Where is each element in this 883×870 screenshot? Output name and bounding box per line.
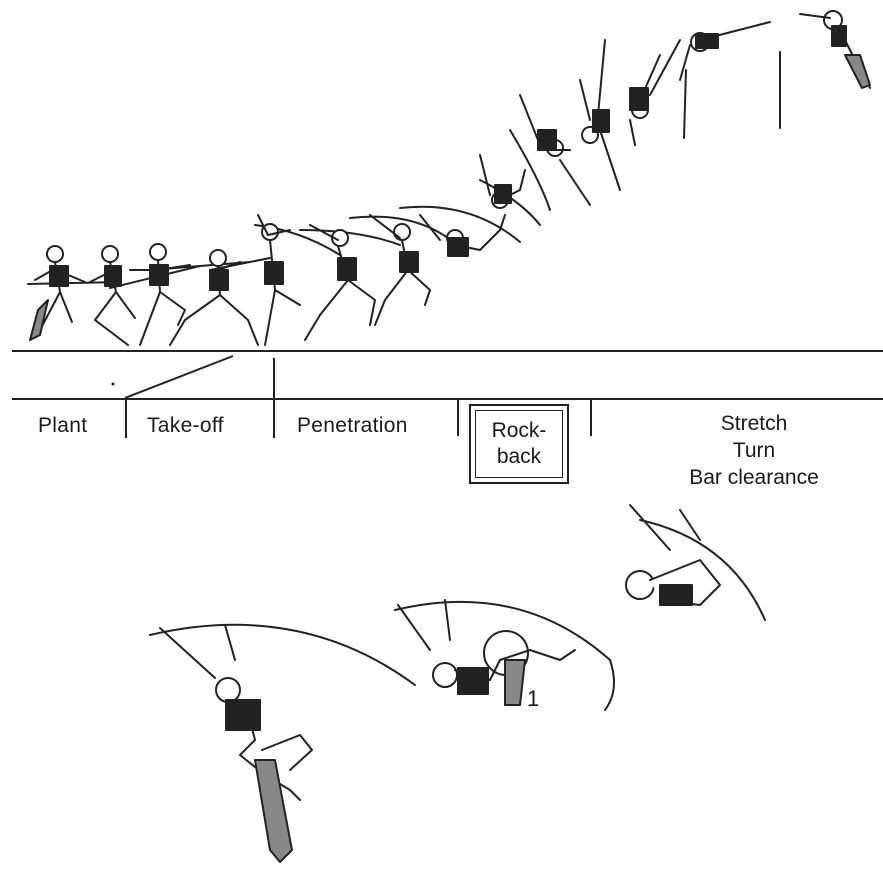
detail-number: 1 (527, 686, 539, 712)
